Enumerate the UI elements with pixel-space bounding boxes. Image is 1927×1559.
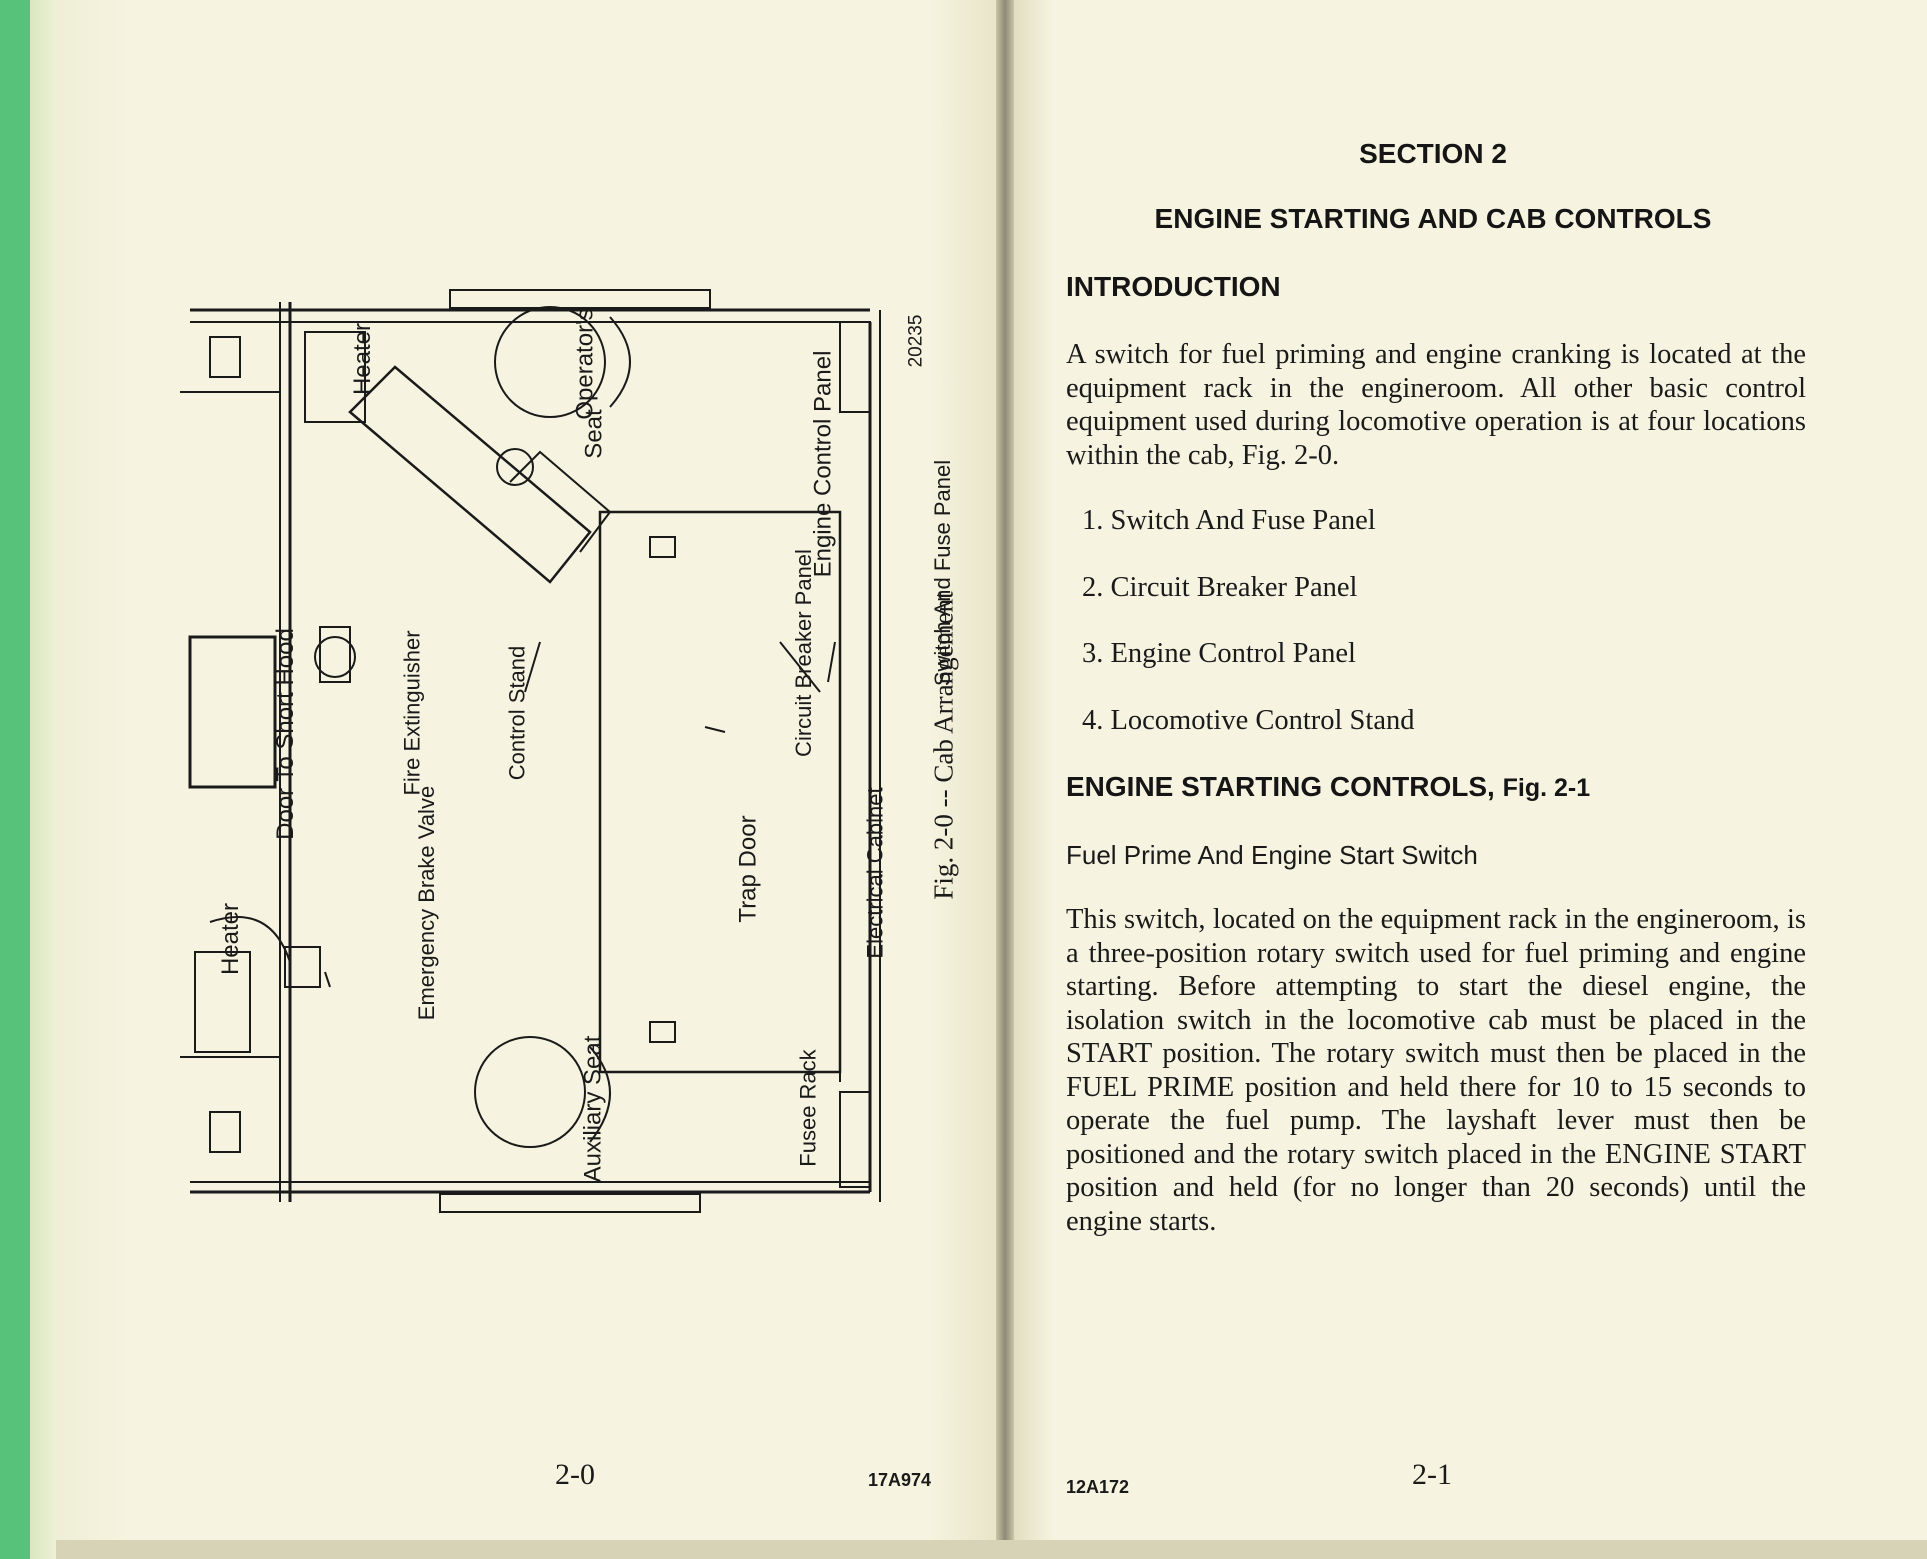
introduction-heading: INTRODUCTION	[1066, 271, 1281, 302]
introduction-paragraph: A switch for fuel priming and engine cra…	[1066, 339, 1806, 471]
label-auxiliary-seat: Auxiliary Seat	[579, 1035, 607, 1183]
green-page-edge	[0, 0, 30, 1559]
page-bottom-edge	[56, 1540, 1927, 1559]
label-figure-number: 20235	[905, 314, 927, 368]
fuel-prime-subheading: Fuel Prime And Engine Start Switch	[1066, 840, 1478, 870]
label-heater-bottom: Heater	[217, 902, 245, 976]
right-page-number: 2-1	[1412, 1458, 1452, 1491]
list-item-4: 4. Locomotive Control Stand	[1082, 705, 1415, 736]
label-operators-seat-2: Seat	[580, 409, 608, 459]
page-stack-edge	[30, 0, 56, 1559]
label-circuit-breaker-panel: Circuit Breaker Panel	[790, 549, 816, 757]
label-electrical-cabinet: Electrical Cabinet	[862, 787, 888, 959]
label-trap-door: Trap Door	[734, 815, 762, 923]
cab-arrangement-diagram	[180, 289, 881, 1213]
left-page	[56, 0, 1004, 1559]
label-control-stand: Control Stand	[504, 645, 530, 781]
fuel-prime-paragraph: This switch, located on the equipment ra…	[1066, 904, 1806, 1237]
engine-starting-controls-text: ENGINE STARTING CONTROLS,	[1066, 771, 1503, 802]
list-item-1: 1. Switch And Fuse Panel	[1082, 505, 1376, 536]
left-page-code: 17A974	[868, 1470, 932, 1490]
figure-caption: Fig. 2-0 -- Cab Arrangement	[928, 591, 959, 900]
label-fusee-rack: Fusee Rack	[795, 1049, 821, 1167]
label-operators-seat: Operator's	[571, 308, 599, 420]
label-heater-top: Heater	[349, 322, 377, 396]
section-heading: SECTION 2	[1359, 138, 1507, 169]
list-item-3: 3. Engine Control Panel	[1082, 638, 1356, 669]
engine-starting-controls-heading: ENGINE STARTING CONTROLS, Fig. 2-1	[1066, 771, 1590, 803]
left-page-number: 2-0	[555, 1458, 595, 1491]
label-engine-control-panel: Engine Control Panel	[809, 350, 837, 578]
label-emergency-brake-valve: Emergency Brake Valve	[414, 785, 440, 1021]
label-door-to-short-hood: Door To Short Hood	[271, 628, 299, 840]
list-item-2: 2. Circuit Breaker Panel	[1082, 572, 1358, 603]
engine-starting-controls-fig: Fig. 2-1	[1502, 774, 1591, 802]
book-gutter	[996, 0, 1014, 1559]
right-page	[1008, 0, 1927, 1559]
section-title: ENGINE STARTING AND CAB CONTROLS	[1154, 203, 1712, 234]
right-page-code: 12A172	[1066, 1477, 1130, 1497]
label-fire-extinguisher: Fire Extinguisher	[399, 630, 425, 796]
